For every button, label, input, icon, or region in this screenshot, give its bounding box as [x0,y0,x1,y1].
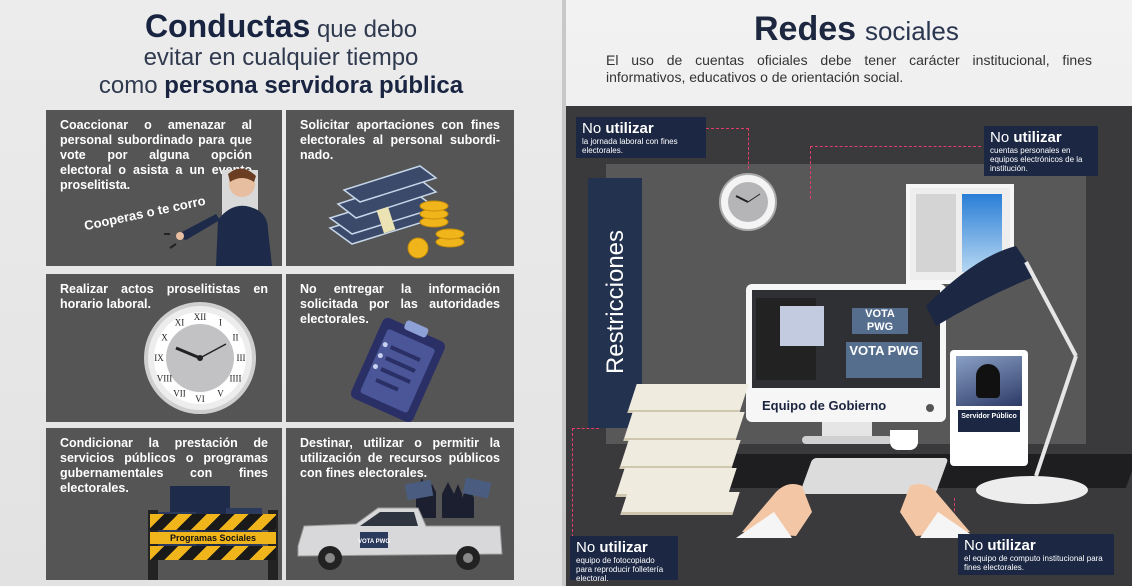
truck-icon: VOTA PWG [297,477,503,570]
hands-illustration [736,484,976,538]
conduct-card-coercion: Coaccionar o amenazar al personal subord… [46,110,282,266]
money-stack-icon [328,165,465,259]
clock-numeral: IX [154,353,164,363]
wall-clock-icon [719,173,777,231]
conduct-card-contributions: Solicitar aportaciones con fines elector… [286,110,514,266]
truck-badge-text: VOTA PWG [358,539,390,545]
flyer-pile [627,384,749,413]
coffee-cup-icon [890,430,918,450]
conduct-card-public-resources: Destinar, utilizar o permitir la utiliza… [286,428,514,580]
left-title-line3: como persona servidora pública [98,72,464,99]
flyer-pile [623,412,745,441]
clock-numeral: I [219,318,222,328]
monitor: VOTA PWG VOTA PWG Equipo de Gobierno [746,284,946,422]
avatar [976,364,1000,398]
restriction-tag-photocopy: No utilizar equipo de fotocopiado para r… [570,536,678,583]
conduct-text: Coaccionar o amenazar al personal subord… [60,118,252,192]
conduct-text: Condicionar la prestación de servicios p… [60,436,268,495]
clock-numeral: III [237,353,246,363]
connector-line [572,428,599,537]
desk-lamp-icon [926,246,1088,504]
conduct-text: Realizar actos proselitistas en horario … [60,282,268,311]
clock-numeral: VI [195,394,205,404]
coercion-illustration: Cooperas o te corro [83,168,272,266]
conduct-text: Solicitar aportaciones con fines elector… [300,118,500,162]
monitor-base [802,436,892,444]
vota-badge: VOTA PWG [846,342,922,378]
flyer-pile [619,440,741,469]
connector-line [810,146,981,199]
clock-numeral: XI [175,318,185,328]
clock-numeral: XII [194,312,207,322]
man-body [216,205,272,266]
clipboard-icon [350,317,446,422]
clock-numeral: VIII [157,374,173,384]
window-glass [916,194,956,272]
barrier-stripe [150,514,276,530]
clock-numeral: II [233,333,239,343]
barrier-label: Programas Sociales [150,532,276,544]
right-title: Redes sociales [754,10,959,48]
panel-divider [562,0,566,586]
barrier-stripe [150,546,276,560]
conduct-text: Destinar, utilizar o permitir la utiliza… [300,436,500,480]
id-badge: Servidor Público [950,350,1028,466]
right-intro: El uso de cuentas oficiales debe tener c… [606,52,1092,85]
flyer-stacks [615,384,749,515]
power-led [926,404,934,412]
left-panel: Conductas que debo evitar en cualquier t… [0,0,562,586]
conduct-card-public-services: Condicionar la prestación de servicios p… [46,428,282,580]
conduct-card-information: No entregar la información solicitada po… [286,274,514,422]
conduct-text: No entregar la información solicitada po… [300,282,500,326]
monitor-screen: VOTA PWG VOTA PWG [752,290,940,388]
left-title-line1: Conductas que debo [144,8,418,44]
conduct-card-office-hours: Realizar actos proselitistas en horario … [46,274,282,422]
connector-line [696,128,749,169]
clock-numeral: V [217,389,224,399]
restriction-tag-personal-accounts: No utilizar cuentas personales en equipo… [984,126,1098,176]
barrier-post [148,510,158,580]
clock-numeral: VII [173,389,186,399]
barrier-post [268,510,278,580]
screen-photo [780,306,824,346]
clock-numeral: X [161,333,168,343]
restriction-tag-workday: No utilizar la jornada laboral con fines… [576,117,706,158]
vota-badge: VOTA PWG [852,308,908,334]
flyer-pile [620,492,740,515]
restriction-tag-computer: No utilizar el equipo de computo institu… [958,534,1114,575]
left-title-line2: evitar en cualquier tiempo [143,44,419,71]
speech-text: Cooperas o te corro [83,193,207,233]
right-panel: Redes sociales El uso de cuentas oficial… [566,0,1132,586]
side-label: Restricciones [588,178,642,428]
badge-role: Servidor Público [958,410,1020,432]
monitor-stand [822,422,872,436]
monitor-label: Equipo de Gobierno [762,398,887,413]
clock-numeral: IIII [230,374,242,384]
